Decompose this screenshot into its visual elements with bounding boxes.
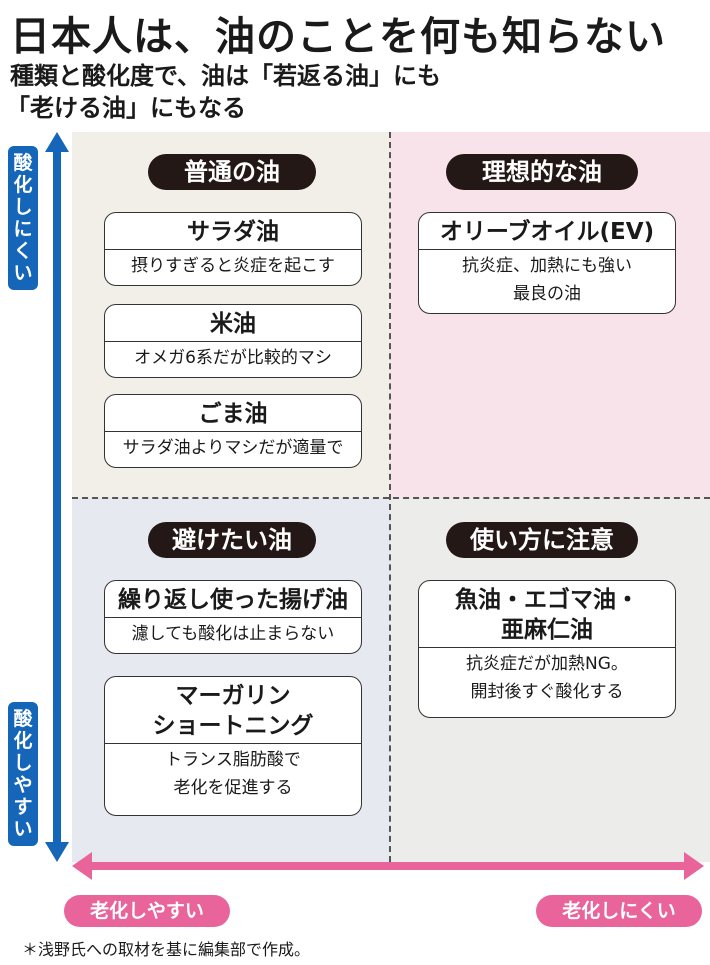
footnote: ＊浅野氏への取材を基に編集部で作成。 (22, 940, 311, 959)
subtitle-line-1: 種類と酸化度で、油は「若返る油」にも (10, 61, 442, 90)
vertical-axis-label-bottom: 酸化しやすい (8, 702, 38, 846)
oil-description-line-2: 老化を促進する (173, 778, 293, 798)
oil-card-sesame-oil: ごま油 サラダ油よりマシだが適量で (104, 394, 362, 468)
oil-card-reused-frying-oil: 繰り返し使った揚げ油 濾しても酸化は止まらない (104, 580, 362, 654)
vertical-axis-label-top: 酸化しにくい (8, 146, 38, 290)
card-separator (105, 341, 361, 342)
category-label-ideal-oil: 理想的な油 (446, 154, 638, 190)
category-label-normal-oil: 普通の油 (148, 154, 316, 190)
oil-card-margarine-shortening: マーガリン ショートニング トランス脂肪酸で 老化を促進する (104, 676, 362, 816)
horizontal-axis-arrow (72, 852, 704, 880)
category-label-caution-oil: 使い方に注意 (446, 522, 638, 558)
oil-name-line-2: 亜麻仁油 (501, 617, 593, 643)
oil-description-line-1: トランス脂肪酸で (165, 750, 301, 770)
vertical-axis-arrow (45, 132, 69, 862)
oil-description: オメガ6系だが比較的マシ (134, 348, 332, 368)
quadrant-top-right (390, 132, 710, 498)
oil-name: ごま油 (198, 401, 268, 427)
oil-description-line-1: 抗炎症、加熱にも強い (462, 256, 632, 276)
oil-name-line-2: ショートニング (152, 713, 314, 739)
horizontal-axis-label-left: 老化しやすい (64, 895, 230, 927)
card-separator (105, 249, 361, 250)
category-label-avoid-oil: 避けたい油 (148, 522, 316, 558)
horizontal-divider (72, 497, 710, 499)
vertical-axis-text-bottom: 酸化しやすい (13, 708, 33, 840)
card-separator (419, 249, 675, 250)
card-separator (105, 431, 361, 432)
subtitle-line-2: 「老ける油」にもなる (6, 93, 246, 122)
oil-card-olive-oil: オリーブオイル(EV) 抗炎症、加熱にも強い 最良の油 (418, 212, 676, 314)
card-separator (419, 647, 675, 648)
oil-card-rice-oil: 米油 オメガ6系だが比較的マシ (104, 304, 362, 378)
card-separator (105, 617, 361, 618)
horizontal-axis-label-right: 老化しにくい (536, 895, 702, 927)
oil-name: 繰り返し使った揚げ油 (118, 587, 348, 613)
oil-description: サラダ油よりマシだが適量で (122, 438, 344, 458)
card-separator (105, 743, 361, 744)
oil-description-line-1: 抗炎症だが加熱NG。 (466, 654, 628, 674)
oil-description: 濾しても酸化は止まらない (131, 624, 335, 644)
oil-card-fish-perilla-flaxseed-oil: 魚油・エゴマ油・ 亜麻仁油 抗炎症だが加熱NG。 開封後すぐ酸化する (418, 580, 676, 718)
oil-name-line-1: マーガリン (175, 683, 291, 709)
oil-description-line-2: 最良の油 (513, 284, 581, 304)
oil-name: サラダ油 (187, 219, 279, 245)
oil-name: 米油 (210, 311, 256, 337)
vertical-axis-text-top: 酸化しにくい (13, 152, 33, 284)
oil-card-salad-oil: サラダ油 摂りすぎると炎症を起こす (104, 212, 362, 286)
page-title: 日本人は、油のことを何も知らない (10, 14, 666, 60)
oil-description-line-2: 開封後すぐ酸化する (470, 682, 624, 702)
oil-name: オリーブオイル(EV) (439, 219, 655, 245)
oil-description: 摂りすぎると炎症を起こす (131, 256, 335, 276)
oil-name-line-1: 魚油・エゴマ油・ (455, 587, 639, 613)
